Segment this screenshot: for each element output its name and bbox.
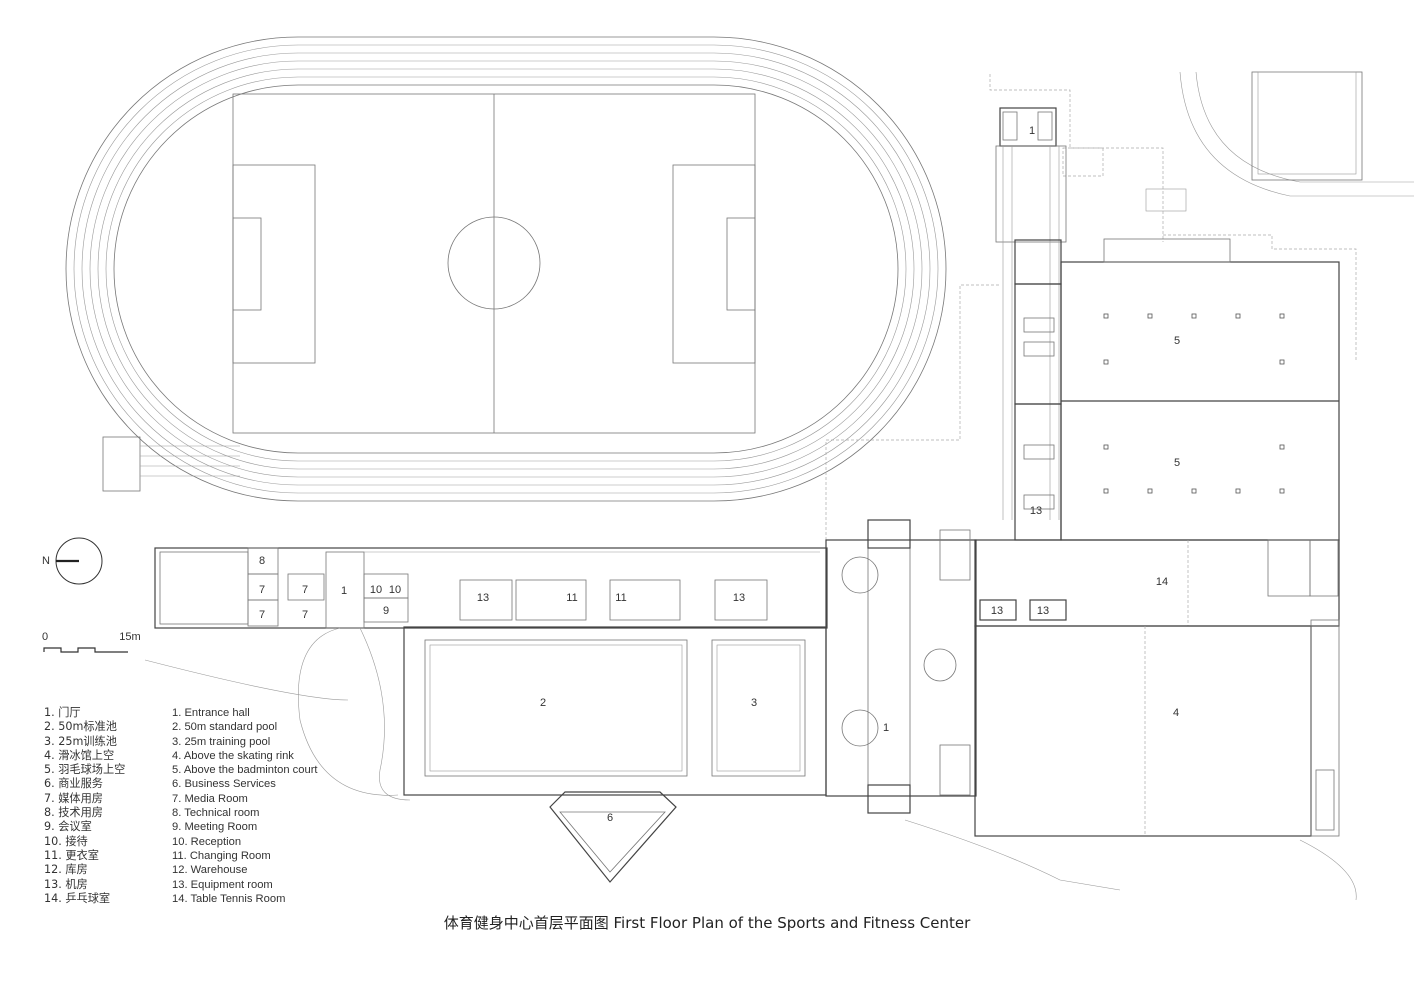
legend-en-item: 13. Equipment room <box>172 878 273 891</box>
label-changing-a: 11 <box>566 592 577 604</box>
natatorium <box>403 626 827 796</box>
label-commercial: 6 <box>607 812 613 824</box>
legend-cn-item: 14. 乒乓球室 <box>44 891 111 905</box>
site-context-northeast <box>825 71 1414 540</box>
football-pitch <box>232 93 756 434</box>
running-track <box>65 36 947 502</box>
legend-cn-item: 2. 50m标准池 <box>44 720 117 734</box>
legend-cn-item: 11. 更衣室 <box>44 848 99 862</box>
west-wing <box>154 547 828 629</box>
label-equip-a: 13 <box>477 592 489 604</box>
north-label: N <box>42 555 50 567</box>
room-labels: 2 3 4 5 5 6 1 1 1 8 7 7 7 7 9 10 10 11 1… <box>259 125 1180 824</box>
badminton-halls <box>1060 238 1340 541</box>
legend-cn-item: 8. 技术用房 <box>44 806 103 820</box>
label-skating: 4 <box>1173 707 1179 719</box>
legend-en-item: 14. Table Tennis Room <box>172 892 286 905</box>
label-25m-pool: 3 <box>751 697 757 709</box>
label-equip-c: 13 <box>1030 505 1042 517</box>
label-badminton-b: 5 <box>1174 457 1180 469</box>
legend-cn-item: 7. 媒体用房 <box>44 791 103 805</box>
legend-en-item: 9. Meeting Room <box>172 821 258 834</box>
scale-end: 15m <box>119 631 140 643</box>
label-table-tennis: 14 <box>1156 576 1168 588</box>
legend-english: 1. Entrance hall 2. 50m standard pool 3.… <box>172 706 318 906</box>
label-reception-a: 10 <box>370 584 382 596</box>
scale-start: 0 <box>42 631 48 643</box>
legend-cn-item: 6. 商业服务 <box>44 777 103 791</box>
legend-en-item: 2. 50m standard pool <box>172 721 278 734</box>
legend-chinese: 1. 门厅 2. 50m标准池 3. 25m训练池 4. 滑冰馆上空 5. 羽毛… <box>44 706 125 906</box>
legend-cn-item: 9. 会议室 <box>44 820 92 834</box>
legend-en-item: 7. Media Room <box>172 792 248 805</box>
label-tech: 8 <box>259 555 265 567</box>
legend-cn-item: 4. 滑冰馆上空 <box>44 748 115 762</box>
label-entrance-north: 1 <box>1029 125 1035 137</box>
scale-bar: 0 15m <box>42 631 141 653</box>
legend-cn-item: 5. 羽毛球场上空 <box>44 763 126 777</box>
legend-en-item: 8. Technical room <box>172 807 260 820</box>
legend-en-item: 6. Business Services <box>172 778 276 791</box>
label-entrance-main: 1 <box>883 722 889 734</box>
label-changing-b: 11 <box>615 592 626 604</box>
label-equip-d: 13 <box>991 605 1003 617</box>
label-media-c: 7 <box>302 584 308 596</box>
label-equip-e: 13 <box>1037 605 1049 617</box>
legend-en-item: 5. Above the badminton court <box>172 764 318 777</box>
east-block <box>974 539 1340 837</box>
label-entrance-west: 1 <box>341 585 347 597</box>
label-meeting: 9 <box>383 605 389 617</box>
legend-en-item: 3. 25m training pool <box>172 735 271 748</box>
north-wing <box>995 107 1067 541</box>
legend-en-item: 1. Entrance hall <box>172 707 250 719</box>
legend-cn-item: 3. 25m训练池 <box>44 734 117 748</box>
legend-en-item: 4. Above the skating rink <box>172 749 294 762</box>
legend-cn-item: 10. 接待 <box>44 834 88 848</box>
legend-cn-item: 12. 库房 <box>44 863 88 877</box>
legend-en-item: 12. Warehouse <box>172 864 248 877</box>
label-equip-b: 13 <box>733 592 745 604</box>
legend-en-item: 10. Reception <box>172 835 242 848</box>
commercial-pavilion <box>549 791 677 883</box>
label-media-a: 7 <box>259 584 265 596</box>
landscape <box>144 627 1357 901</box>
drawing-caption: 体育健身中心首层平面图 First Floor Plan of the Spor… <box>443 914 971 932</box>
label-media-d: 7 <box>302 609 308 621</box>
north-arrow: N <box>42 537 103 585</box>
legend-cn-item: 13. 机房 <box>44 877 88 891</box>
label-50m-pool: 2 <box>540 697 546 709</box>
label-media-b: 7 <box>259 609 265 621</box>
label-reception-b: 10 <box>389 584 401 596</box>
central-lobby <box>825 519 977 814</box>
legend-cn-item: 1. 门厅 <box>44 706 81 719</box>
legend-en-item: 11. Changing Room <box>172 849 271 862</box>
label-badminton-a: 5 <box>1174 335 1180 347</box>
